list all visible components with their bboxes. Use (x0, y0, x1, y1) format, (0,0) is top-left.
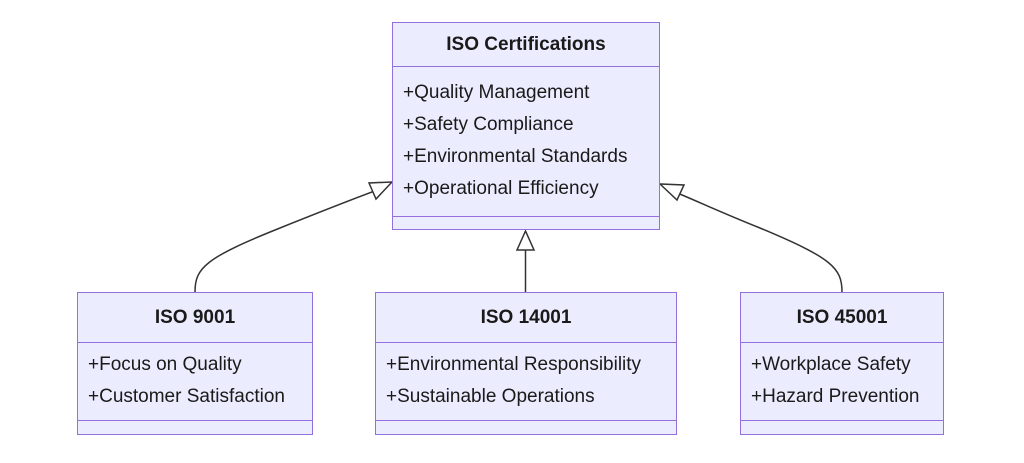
class-attributes: +Environmental Responsibility +Sustainab… (376, 343, 676, 421)
class-title: ISO 14001 (376, 293, 676, 343)
inheritance-arrow-iso-9001 (367, 181, 394, 201)
class-attribute: +Hazard Prevention (751, 386, 920, 407)
class-attribute: +Operational Efficiency (403, 178, 599, 199)
inheritance-arrow-iso-45001 (658, 183, 686, 202)
edge-iso-45001 (669, 189, 843, 293)
class-iso-14001: ISO 14001 +Environmental Responsibility … (375, 292, 677, 435)
class-title: ISO Certifications (393, 23, 659, 67)
inheritance-arrow-iso-14001 (515, 229, 536, 251)
class-attribute: +Sustainable Operations (386, 386, 595, 407)
class-attribute: +Quality Management (403, 82, 590, 103)
class-attributes: +Focus on Quality +Customer Satisfaction (78, 343, 312, 421)
class-attribute: +Customer Satisfaction (88, 386, 285, 407)
class-attribute: +Safety Compliance (403, 114, 574, 135)
class-attributes: +Workplace Safety +Hazard Prevention (741, 343, 943, 421)
class-iso-9001: ISO 9001 +Focus on Quality +Customer Sat… (77, 292, 313, 435)
class-iso-certifications: ISO Certifications +Quality Management +… (392, 22, 660, 230)
class-attribute: +Focus on Quality (88, 354, 242, 375)
class-title: ISO 9001 (78, 293, 312, 343)
class-attribute: +Environmental Standards (403, 146, 628, 167)
edge-iso-9001 (194, 187, 384, 293)
class-title: ISO 45001 (741, 293, 943, 343)
class-attribute: +Environmental Responsibility (386, 354, 642, 375)
class-iso-45001: ISO 45001 +Workplace Safety +Hazard Prev… (740, 292, 944, 435)
class-attribute: +Workplace Safety (751, 354, 911, 375)
class-attributes: +Quality Management +Safety Compliance +… (393, 67, 659, 217)
